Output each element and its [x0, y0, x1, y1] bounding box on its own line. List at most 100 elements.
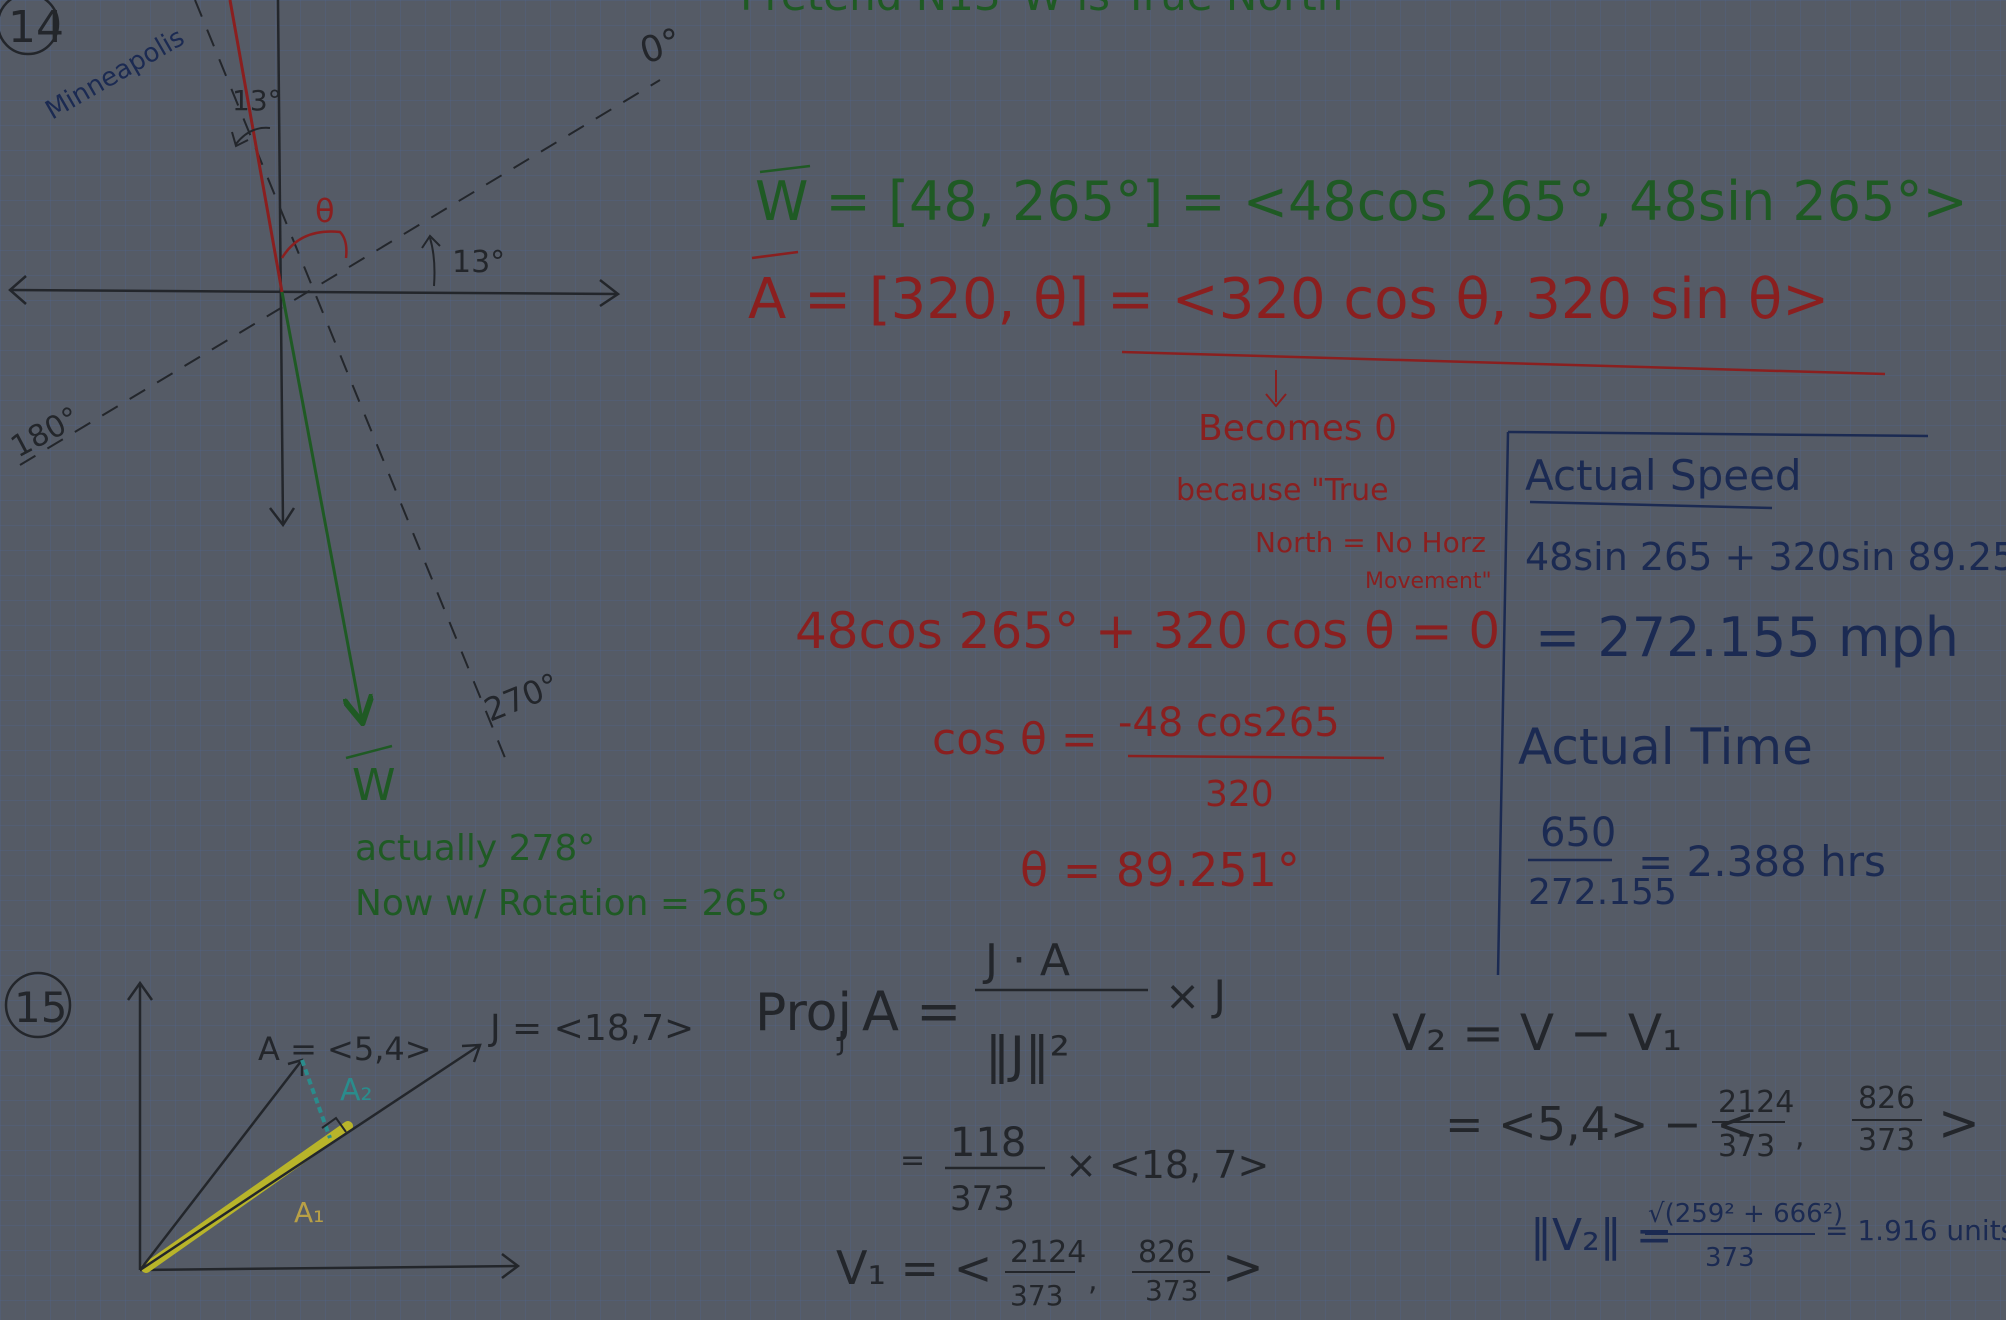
v2-equations: V₂ = V − V₁ = <5,4> − < 2124 373 , 826 3… — [1392, 1004, 2006, 1273]
a-vector-label: A = <5,4> — [258, 1030, 432, 1068]
equation-a: A = [320, θ] = <320 cos θ, 320 sin θ> — [748, 267, 1829, 332]
problem14-circle — [0, 0, 60, 56]
actual-speed-underline — [1529, 500, 1773, 510]
v1-close: > — [1222, 1238, 1264, 1296]
result-box: Actual Speed 48sin 265 + 320sin 89.251° … — [1496, 430, 2006, 976]
v1-comma: , — [1088, 1263, 1098, 1298]
a2-label: A₂ — [340, 1073, 373, 1108]
equation-cos-fraction-bar — [1127, 754, 1385, 760]
angle-arc-top — [235, 126, 271, 145]
because-note-line1: because "True — [1176, 473, 1389, 508]
norm-result: = 1.916 units — [1825, 1214, 2006, 1247]
becomes-zero-note: Becomes 0 — [1198, 408, 1397, 449]
v1-x-denominator: 373 — [1010, 1279, 1063, 1312]
v1-x-numerator: 2124 — [1010, 1235, 1086, 1270]
equation-w: W = [48, 265°] = <48cos 265°, 48sin 265°… — [755, 170, 1968, 233]
because-note-line3: Movement" — [1365, 569, 1492, 594]
v2-close: > — [1938, 1094, 1980, 1152]
problem15-label: 15 — [14, 983, 67, 1032]
equation-theta-result: θ = 89.251° — [1020, 843, 1300, 897]
problem15-diagram: 15 A = <5,4> J = <18,7> A₂ A₁ — [4, 971, 694, 1279]
j-vector-label: J = <18,7> — [488, 1008, 694, 1049]
angle-arc-right-arrow-icon — [421, 234, 441, 249]
angle-13-right: 13° — [452, 245, 505, 280]
a-vector-line — [139, 1059, 303, 1271]
actual-time-result: = 2.388 hrs — [1638, 837, 1886, 886]
y-axis — [276, 0, 285, 526]
actual-speed-title: Actual Speed — [1525, 451, 1802, 500]
degree-0-label: 0° — [635, 21, 687, 73]
v2-comma: , — [1795, 1119, 1805, 1154]
proj-times-j: × J — [1165, 971, 1226, 1020]
note-actual-angle: actually 278° — [355, 828, 595, 869]
equation-a-underline — [1121, 350, 1886, 376]
theta-arc — [280, 230, 348, 259]
theta-label: θ — [315, 192, 335, 230]
equation-cos-denominator: 320 — [1205, 774, 1274, 815]
v2-y-numerator: 826 — [1858, 1081, 1915, 1116]
problem14-label: 14 — [8, 2, 64, 53]
equation-sum: 48cos 265° + 320 cos θ = 0 — [795, 602, 1500, 660]
norm-lhs: ‖V₂‖ = — [1530, 1210, 1673, 1261]
becomes-arrow-icon — [1265, 393, 1287, 408]
v1-y-denominator: 373 — [1145, 1274, 1198, 1307]
j-vector-line — [139, 1043, 481, 1272]
problem14-equations: W = [48, 265°] = <48cos 265°, 48sin 265°… — [748, 164, 1968, 897]
actual-time-numerator: 650 — [1540, 810, 1616, 856]
y-axis-down-arrow-icon — [269, 507, 296, 528]
v2-y-denominator: 373 — [1858, 1123, 1915, 1158]
wind-vector-w — [280, 291, 362, 720]
proj-eq2-denominator: 373 — [950, 1179, 1015, 1219]
proj-denominator: ‖J‖² — [985, 1026, 1070, 1084]
note-rotation-angle: Now w/ Rotation = 265° — [355, 883, 788, 924]
norm-denominator: 373 — [1705, 1243, 1755, 1273]
p15-y-axis-arrow-icon — [126, 980, 154, 1001]
degree-180-label: 180° — [5, 400, 85, 465]
result-box-left-border — [1496, 431, 1510, 976]
w-vector-arrow-bar — [345, 744, 393, 760]
because-note-line2: North = No Horz — [1255, 526, 1486, 559]
right-angle-marker — [321, 1116, 347, 1133]
v2-line2: = <5,4> − < — [1445, 1097, 1755, 1151]
proj-label: Proj — [755, 983, 852, 1043]
actual-speed-equation: 48sin 265 + 320sin 89.251° — [1525, 535, 2006, 579]
proj-eq2-numerator: 118 — [950, 1120, 1026, 1166]
x-axis-right-arrow-icon — [599, 279, 621, 308]
v2-x-numerator: 2124 — [1718, 1085, 1794, 1120]
actual-time-title: Actual Time — [1518, 718, 1813, 776]
problem15-circle — [4, 971, 72, 1039]
actual-time-denominator: 272.155 — [1528, 872, 1677, 913]
result-box-top-border — [1507, 430, 1929, 438]
x-axis-left-arrow-icon — [8, 275, 27, 305]
norm-numerator: √(259² + 666²) — [1648, 1199, 1843, 1229]
eq-w-vector-arrow — [759, 164, 811, 174]
p15-x-axis-arrow-icon — [501, 1253, 521, 1279]
angle-arc-right — [429, 237, 436, 287]
angle-13-top: 13° — [232, 84, 282, 117]
dashed-rotated-axis-horizontal — [19, 79, 661, 466]
w-vector-label: W — [352, 760, 396, 811]
problem14-diagram: 14 Minneapolis 13° θ 13° 0° 180° 270° W … — [0, 0, 788, 924]
dashed-rotated-axis-vertical — [194, 0, 511, 771]
v2-x-denominator: 373 — [1718, 1129, 1775, 1164]
actual-speed-result: = 272.155 mph — [1535, 606, 1959, 669]
problem14-heading: Pretend N13°W is True North — [740, 0, 1343, 20]
projection-equations: Proj J A = J · A ‖J‖² × J = 118 373 × <1… — [755, 935, 1269, 1312]
wind-vector-arrowhead-icon — [344, 697, 374, 726]
v2-equation: V₂ = V − V₁ — [1392, 1004, 1682, 1062]
eq-a-vector-arrow — [751, 250, 799, 260]
v1-y-numerator: 826 — [1138, 1235, 1195, 1270]
a2-perpendicular-line — [300, 1059, 332, 1139]
proj-a: A = — [862, 980, 961, 1043]
proj-subscript: J — [836, 1027, 846, 1057]
degree-270-label: 270° — [479, 665, 565, 729]
equation-cos-lhs: cos θ = — [932, 714, 1098, 765]
proj-eq2-equals: = — [900, 1143, 925, 1178]
red-vector-true-north — [228, 0, 284, 293]
v1-lhs: V₁ = < — [836, 1241, 992, 1295]
p15-x-axis — [139, 1264, 519, 1272]
equation-cos-numerator: -48 cos265 — [1118, 700, 1340, 746]
x-axis — [9, 288, 619, 296]
proj-numerator: J · A — [982, 935, 1070, 986]
